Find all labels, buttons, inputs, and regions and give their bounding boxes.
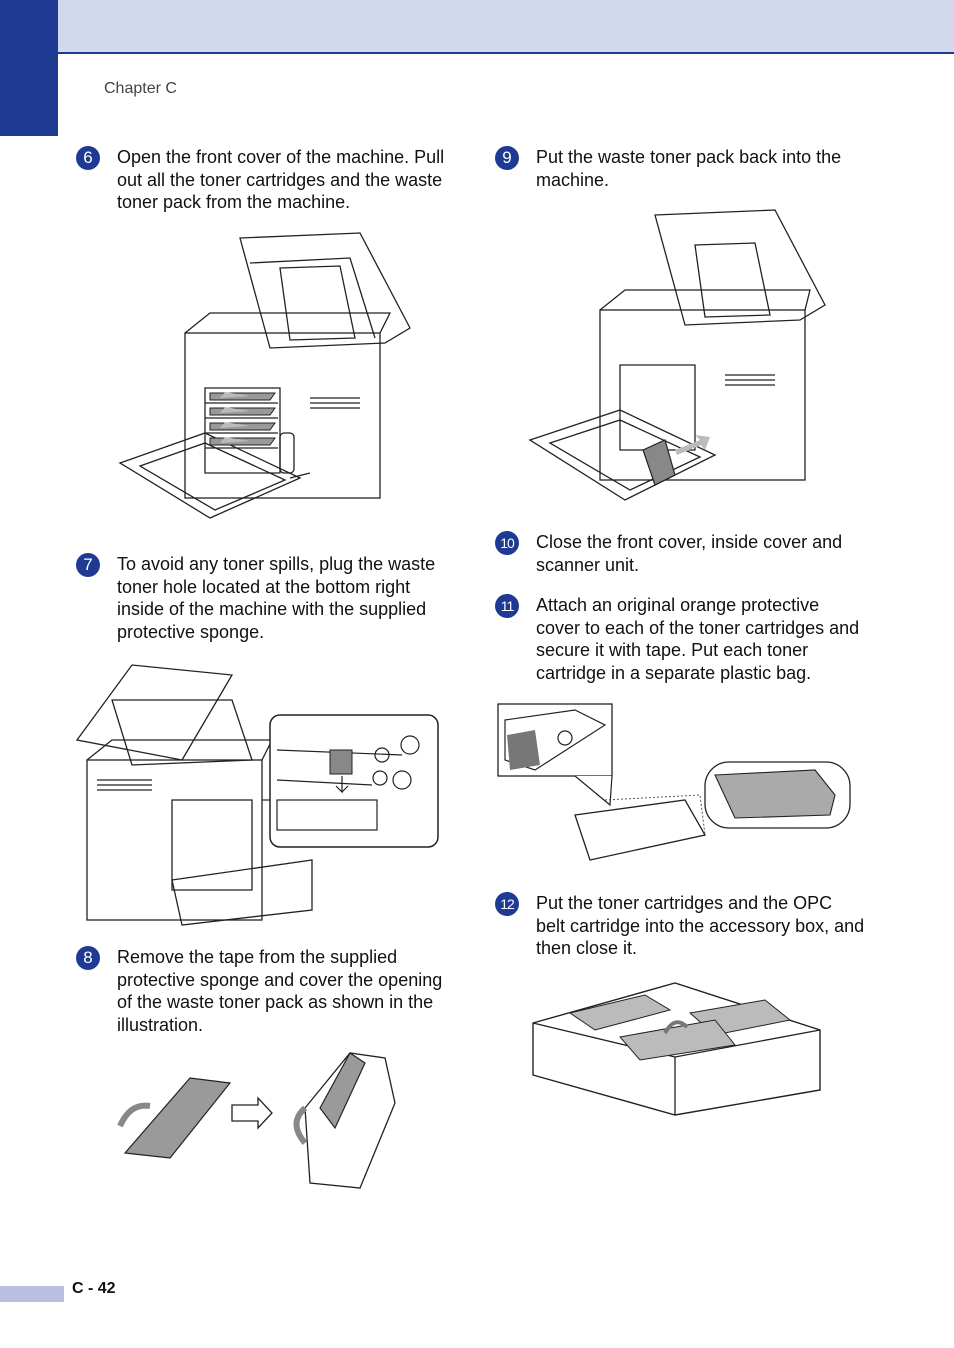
step-12: 12 Put the toner cartridges and the OPC … [495,892,865,960]
waste-toner-return-illustration [525,205,835,510]
step-number-badge: 9 [495,146,519,170]
step-8: 8 Remove the tape from the supplied prot… [76,946,446,1036]
page-number: C - 42 [72,1280,116,1297]
printer-open-cartridges-illustration [110,228,420,528]
footer-band [0,1286,64,1302]
step-text: Put the waste toner pack back into the m… [536,147,842,190]
chapter-tab [0,0,58,136]
step-number-badge: 8 [76,946,100,970]
step-text: Put the toner cartridges and the OPC bel… [536,893,865,958]
chapter-label: Chapter C [104,80,177,97]
step-9: 9 Put the waste toner pack back into the… [495,146,865,191]
sponge-plug-illustration [72,660,442,930]
step-text: Remove the tape from the supplied protec… [117,947,443,1035]
step-number-badge: 6 [76,146,100,170]
sponge-tape-illustration [110,1048,410,1198]
step-6: 6 Open the front cover of the machine. P… [76,146,446,214]
step-number-badge: 7 [76,553,100,577]
step-7: 7 To avoid any toner spills, plug the wa… [76,553,446,643]
toner-cover-bag-illustration [495,700,860,880]
accessory-box-illustration [525,975,830,1120]
step-number-badge: 10 [495,531,519,555]
step-text: Open the front cover of the machine. Pul… [117,147,445,212]
header-band [0,0,954,54]
step-number-badge: 11 [495,594,519,618]
step-10: 10 Close the front cover, inside cover a… [495,531,865,576]
step-number-badge: 12 [495,892,519,916]
step-11: 11 Attach an original orange protective … [495,594,865,684]
step-text: Close the front cover, inside cover and … [536,532,843,575]
step-text: To avoid any toner spills, plug the wast… [117,554,436,642]
step-text: Attach an original orange protective cov… [536,595,860,683]
